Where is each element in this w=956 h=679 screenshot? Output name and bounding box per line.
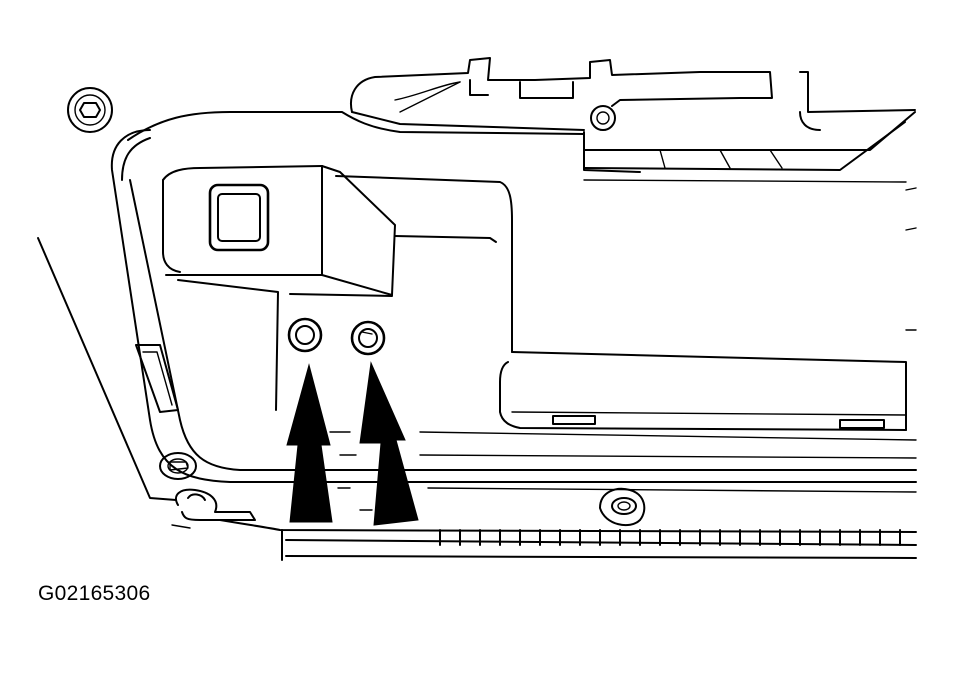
control-module <box>165 165 497 411</box>
callout-arrows <box>286 361 419 526</box>
switch-button-icon <box>208 183 270 252</box>
panel-outline <box>110 111 917 483</box>
upper-bracket <box>350 57 916 183</box>
bolt-lower-left-icon <box>159 452 197 480</box>
lower-trim <box>329 351 917 511</box>
bolt-bottom-icon <box>599 487 646 527</box>
callout-arrow-left-icon <box>286 363 333 523</box>
bolt-upper-icon <box>590 105 616 131</box>
panel-left-edge <box>37 237 179 501</box>
retainer-clip <box>171 488 256 529</box>
right-edge <box>905 187 917 331</box>
bottom-sill <box>219 519 917 561</box>
bolt-top-left-icon <box>67 87 113 133</box>
fastener-right-icon <box>350 320 386 356</box>
fastener-left-icon <box>287 317 323 353</box>
figure-id-label: G02165306 <box>38 582 151 605</box>
callout-arrow-right-icon <box>359 361 419 526</box>
